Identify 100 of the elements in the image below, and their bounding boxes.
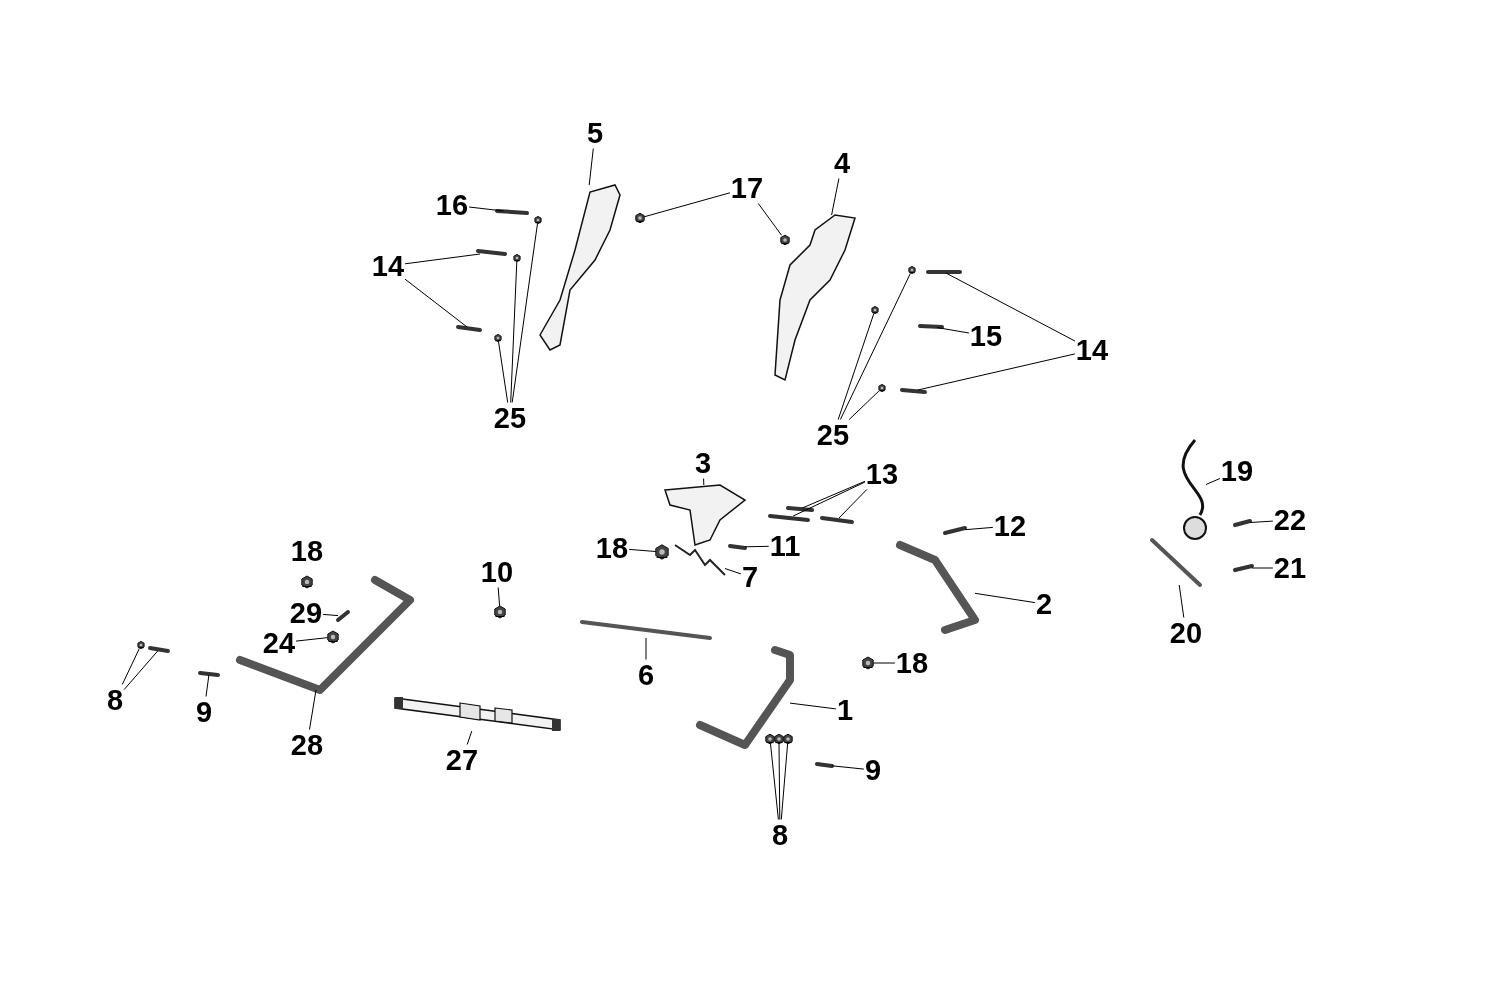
- leader-line: [780, 743, 789, 820]
- leader-line: [964, 526, 994, 531]
- leader-line: [831, 178, 840, 216]
- leader-line: [837, 313, 875, 420]
- bracket-drawing: [774, 214, 856, 382]
- leader-line: [322, 613, 339, 617]
- frame-drawing: [696, 646, 794, 749]
- callout-number: 11: [768, 530, 802, 562]
- leader-line: [643, 192, 731, 218]
- rod-drawing: [580, 620, 712, 640]
- nut-drawing: [780, 234, 790, 246]
- spring-drawing: [674, 544, 726, 576]
- leader-line: [770, 743, 779, 820]
- leader-line: [404, 253, 481, 265]
- bolt-drawing: [476, 249, 507, 256]
- leader-line: [744, 545, 770, 548]
- bolt-drawing: [198, 671, 220, 677]
- leader-line: [974, 592, 1036, 604]
- leader-line: [588, 148, 594, 186]
- washer-drawing: [137, 640, 145, 650]
- nut-drawing: [862, 656, 874, 670]
- callout-number: 4: [832, 147, 852, 179]
- callout-number: 9: [863, 754, 883, 786]
- nut-drawing: [655, 544, 669, 560]
- callout-number: 29: [288, 597, 324, 629]
- leader-line: [838, 489, 868, 519]
- nut-drawing: [494, 605, 506, 619]
- callout-number: 8: [105, 684, 125, 716]
- washer-drawing: [908, 265, 916, 275]
- callout-number: 18: [289, 535, 325, 567]
- frame-drawing: [236, 576, 414, 694]
- leader-line: [309, 689, 317, 730]
- switch-drawing: [1150, 538, 1202, 587]
- leader-line: [121, 648, 140, 685]
- callout-number: 19: [1219, 455, 1255, 487]
- bolt-drawing: [918, 324, 944, 329]
- washer-drawing: [513, 253, 521, 263]
- leader-line: [645, 637, 647, 660]
- bolt-drawing: [1233, 519, 1252, 527]
- bolt-drawing: [148, 646, 170, 653]
- leader-line: [468, 206, 504, 212]
- bolt-drawing: [926, 270, 962, 274]
- washer-drawing: [494, 333, 502, 343]
- leader-line: [510, 261, 518, 403]
- callout-number: 14: [1074, 334, 1110, 366]
- callout-number: 15: [968, 320, 1004, 352]
- callout-number: 20: [1168, 617, 1204, 649]
- leader-line: [628, 548, 657, 552]
- pin-drawing: [820, 516, 854, 524]
- callout-number: 14: [370, 250, 406, 282]
- callout-number: 18: [894, 647, 930, 679]
- callout-number: 27: [444, 744, 480, 776]
- leader-line: [1251, 567, 1274, 569]
- callout-number: 25: [492, 402, 528, 434]
- bracket-drawing: [664, 484, 747, 546]
- leader-line: [466, 730, 473, 745]
- bolt-drawing: [815, 762, 834, 768]
- leader-line: [789, 702, 837, 710]
- pin-drawing: [768, 514, 810, 522]
- leader-line: [404, 278, 468, 328]
- callout-number: 13: [864, 458, 900, 490]
- bolt-drawing: [495, 209, 529, 215]
- callout-number: 17: [729, 172, 765, 204]
- leader-line: [295, 637, 329, 642]
- nut-drawing: [635, 212, 645, 224]
- leader-line: [205, 674, 210, 697]
- callout-number: 9: [194, 696, 214, 728]
- callout-number: 16: [434, 189, 470, 221]
- bolt-drawing: [900, 388, 927, 394]
- washer-drawing: [871, 305, 879, 315]
- callout-number: 3: [693, 447, 713, 479]
- leader-line: [848, 390, 880, 420]
- callout-number: 21: [1272, 552, 1308, 584]
- callout-number: 12: [992, 510, 1028, 542]
- leader-line: [724, 568, 742, 575]
- leader-line: [498, 341, 509, 403]
- bolt-drawing: [1233, 564, 1254, 572]
- callout-number: 8: [770, 819, 790, 851]
- leader-line: [917, 353, 1076, 391]
- leader-line: [511, 223, 538, 403]
- bolt-drawing: [728, 544, 747, 550]
- callout-number: 1: [835, 694, 855, 726]
- pin-drawing: [786, 506, 814, 512]
- leader-line: [831, 765, 865, 770]
- leader-line: [936, 327, 970, 334]
- callout-number: 5: [585, 117, 605, 149]
- leader-line: [757, 203, 782, 236]
- leader-line: [497, 587, 501, 607]
- leader-line: [123, 650, 159, 691]
- callout-number: 6: [636, 659, 656, 691]
- leader-line: [839, 273, 911, 420]
- bracket-drawing: [539, 184, 621, 351]
- callout-number: 10: [479, 556, 515, 588]
- callout-number: 22: [1272, 504, 1308, 536]
- callout-number: 28: [289, 729, 325, 761]
- leader-line: [703, 478, 705, 486]
- leader-line: [1178, 584, 1185, 618]
- bolt-drawing: [456, 325, 482, 332]
- callout-number: 25: [815, 419, 851, 451]
- bolt-drawing: [943, 526, 967, 535]
